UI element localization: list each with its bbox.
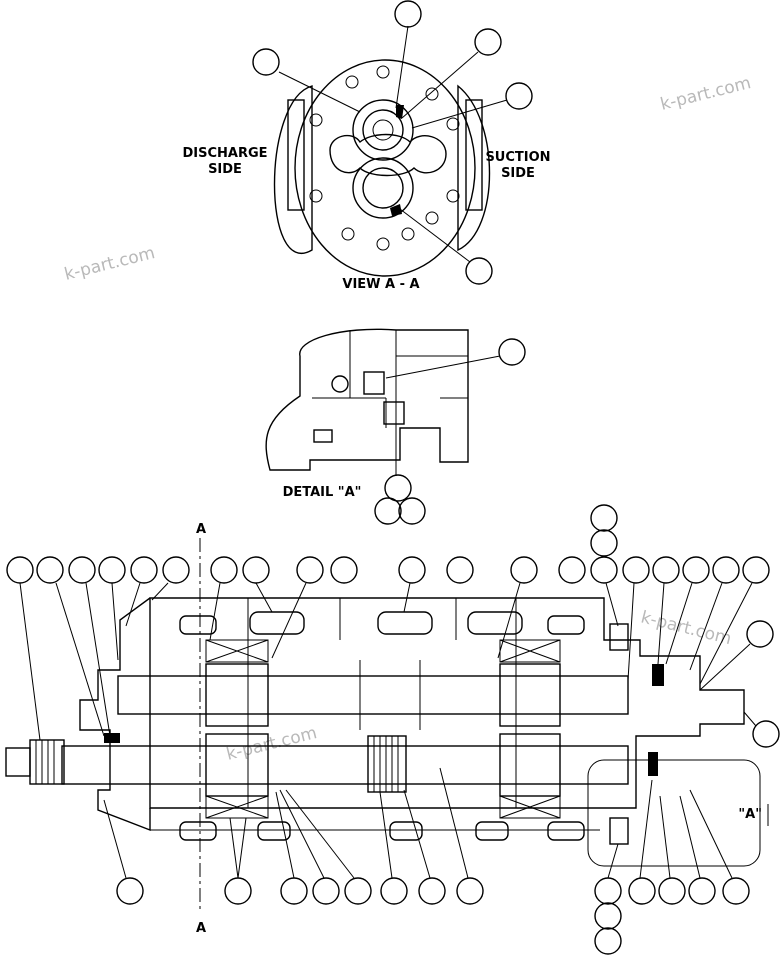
pump-housing: [149, 597, 745, 809]
detail-nut-upper: [363, 371, 385, 395]
discharge-label: DISCHARGE: [182, 146, 267, 161]
suction-label-side: SIDE: [501, 166, 535, 181]
cross-section: A A: [5, 504, 780, 955]
detail-nut-lower: [383, 401, 405, 425]
callouts-top-row: [6, 504, 780, 748]
seal-top: [396, 105, 404, 119]
seal-bottom: [390, 204, 402, 216]
callouts-bottom-row: [103, 767, 750, 955]
callouts-detail-a: [374, 338, 526, 525]
bearings: [205, 639, 561, 819]
gear-2-upper: [499, 663, 561, 727]
relief-valve-seal: [652, 664, 664, 686]
watermark: k-part.com: [639, 607, 734, 649]
detail-a: DETAIL "A": [265, 328, 526, 525]
lower-gear-outer: [352, 157, 414, 219]
shaft-seal: [104, 733, 120, 743]
discharge-label-side: SIDE: [208, 162, 242, 177]
section-a-top: A: [196, 522, 206, 537]
upper-gear: [362, 109, 404, 151]
suction-label: SUCTION: [485, 150, 550, 165]
detail-bolt-hole: [331, 375, 349, 393]
input-spline: [29, 739, 65, 785]
gear-2-lower: [499, 733, 561, 797]
right-lug: [457, 84, 491, 252]
detail-a-title: DETAIL "A": [283, 485, 362, 500]
watermark: k-part.com: [62, 243, 157, 285]
upper-shaft: [372, 119, 394, 141]
upper-gear-outer: [352, 99, 414, 161]
right-flange: [465, 99, 483, 211]
mounting-flange: [79, 597, 151, 832]
bolt-holes: [309, 65, 460, 251]
coupling: [367, 735, 407, 793]
view-a-a-title: VIEW A - A: [342, 277, 419, 292]
view-a-a: DISCHARGE SIDE SUCTION SIDE VIEW A - A: [182, 0, 551, 292]
lower-gear: [362, 167, 404, 209]
drive-shaft-lower: [61, 745, 629, 785]
detail-a-marker: "A": [738, 807, 762, 822]
shaft-end: [5, 747, 31, 777]
detail-plug: [313, 429, 333, 443]
gear-1-upper: [205, 663, 269, 727]
detail-a-frame: [587, 759, 761, 867]
watermark: k-part.com: [224, 723, 319, 765]
left-lug: [273, 85, 313, 254]
end-seal: [648, 752, 658, 776]
lower-bolts: [179, 817, 629, 845]
drive-shaft-upper: [117, 675, 629, 715]
detail-housing: [265, 328, 469, 471]
callouts-view-a: [252, 0, 533, 285]
upper-bolts: [179, 611, 629, 651]
pump-body-outline: [294, 59, 476, 277]
section-a-bottom: A: [196, 921, 206, 936]
left-flange: [287, 99, 305, 211]
watermark: k-part.com: [658, 73, 753, 115]
